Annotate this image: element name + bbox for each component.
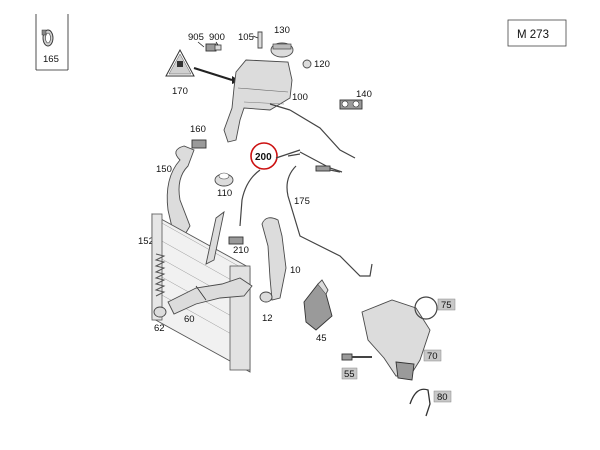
clip-80: 80 — [409, 388, 452, 417]
callout-45: 45 — [316, 333, 327, 344]
bracket-45: 45 — [303, 279, 333, 344]
hose-clamp-icon — [41, 29, 54, 47]
part-200-highlight[interactable]: 200 — [239, 142, 301, 227]
callout-170: 170 — [172, 86, 188, 97]
callout-10: 10 — [290, 265, 301, 276]
callout-75: 75 — [441, 300, 452, 311]
callout-150: 150 — [156, 164, 172, 175]
part-120: 120 — [302, 59, 330, 70]
model-box: M 273 — [507, 19, 567, 47]
callout-55: 55 — [344, 369, 355, 380]
callout-12: 12 — [262, 313, 273, 324]
callout-175: 175 — [294, 196, 310, 207]
hose-10: 10 — [261, 217, 301, 301]
callout-120: 120 — [314, 59, 330, 70]
o-ring-12: 12 — [259, 291, 273, 324]
callout-905: 905 — [188, 32, 204, 43]
level-sensor: 905 900 — [188, 32, 225, 52]
model-label: M 273 — [517, 29, 549, 41]
callout-105: 105 — [238, 32, 254, 43]
clamp-160: 160 — [190, 124, 207, 149]
coolant-line-175: 175 — [286, 151, 373, 277]
bracket-105: 105 — [238, 31, 263, 49]
expansion-tank-100: 100 — [223, 59, 308, 143]
callout-165: 165 — [43, 54, 59, 65]
o-ring-62: 62 — [153, 306, 167, 334]
callout-200: 200 — [255, 152, 272, 163]
bolt-55: 55 — [341, 353, 372, 380]
expansion-tank-cap-130: 130 — [270, 25, 294, 58]
hose-upper-right — [205, 210, 225, 265]
fitting-210: 210 — [228, 236, 249, 256]
callout-210: 210 — [233, 245, 249, 256]
callout-140: 140 — [356, 89, 372, 100]
hose-150: 150 — [156, 145, 195, 237]
thermostat-housing-70: 70 — [361, 299, 442, 381]
clip-140: 140 — [339, 89, 372, 110]
o-ring-75: 75 — [414, 296, 456, 320]
callout-100: 100 — [292, 92, 308, 103]
vent-line — [287, 109, 356, 173]
part-165-box: 165 — [35, 14, 69, 71]
hose-60: 60 — [167, 277, 253, 325]
callout-900: 900 — [209, 32, 225, 43]
callout-60: 60 — [184, 314, 195, 325]
callout-152: 152 — [138, 236, 154, 247]
spring-left — [154, 253, 166, 297]
callout-80: 80 — [437, 392, 448, 403]
grommet-110: 110 — [214, 172, 234, 199]
callout-110: 110 — [217, 188, 232, 199]
callout-70: 70 — [427, 351, 438, 362]
callout-62: 62 — [154, 323, 165, 334]
callout-130: 130 — [274, 25, 290, 36]
callout-160: 160 — [190, 124, 206, 135]
warning-label-170: 170 — [165, 48, 240, 97]
